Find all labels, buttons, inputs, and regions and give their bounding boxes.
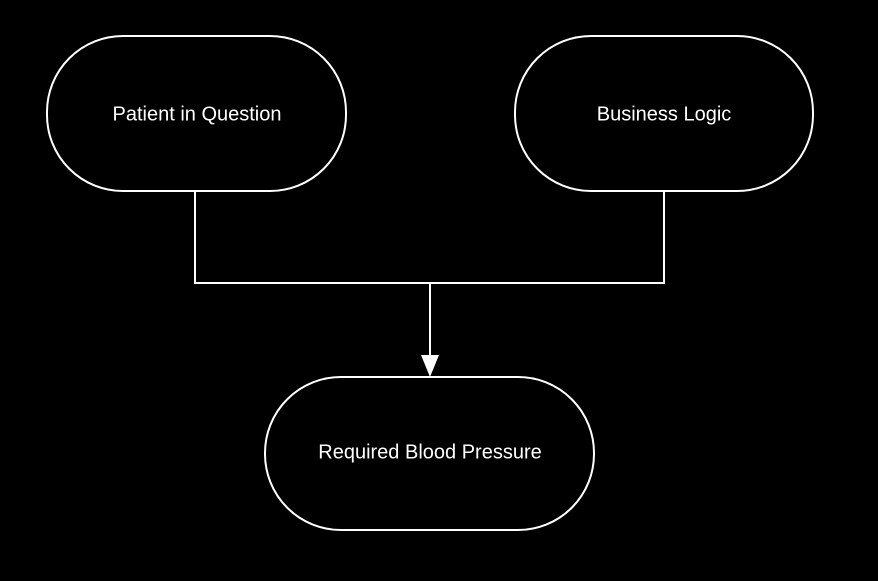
edge-group xyxy=(194,192,665,377)
node-patient-in-question-shape xyxy=(46,35,347,192)
node-business-logic-shape xyxy=(514,35,814,192)
edge-business-to-pressure[interactable] xyxy=(429,192,665,358)
node-patient-in-question[interactable]: Patient in Question xyxy=(46,35,347,192)
edge-patient-to-pressure[interactable] xyxy=(194,192,431,358)
node-patient-in-question-label: Patient in Question xyxy=(113,103,282,125)
node-required-blood-pressure[interactable]: Required Blood Pressure xyxy=(264,376,595,531)
node-required-blood-pressure-label: Required Blood Pressure xyxy=(318,441,541,463)
node-business-logic-label: Business Logic xyxy=(597,103,732,125)
node-business-logic[interactable]: Business Logic xyxy=(514,35,814,192)
node-required-blood-pressure-shape xyxy=(264,376,595,531)
arrowhead-icon xyxy=(421,355,439,377)
